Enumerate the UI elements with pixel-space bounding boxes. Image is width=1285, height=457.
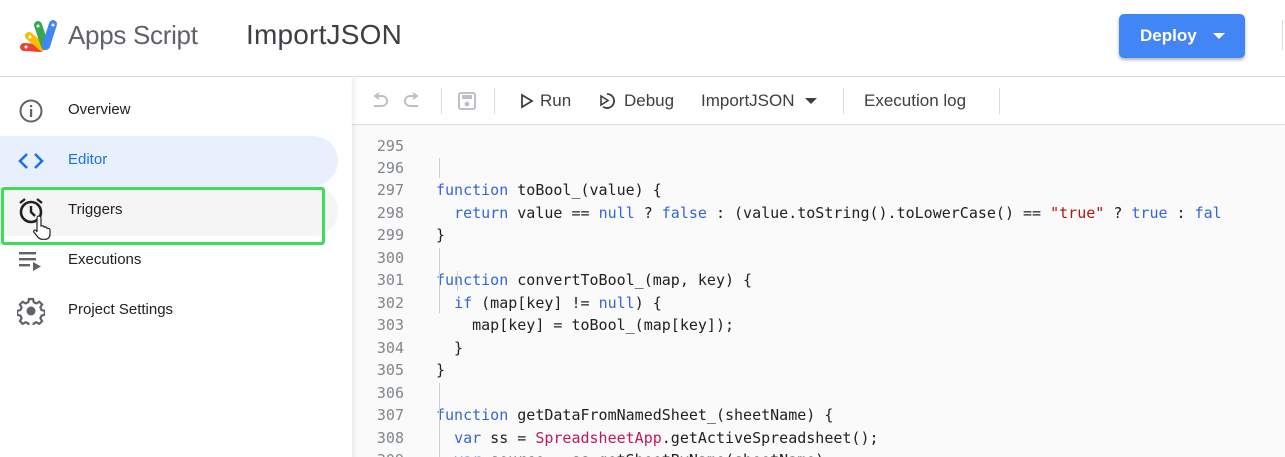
deploy-label: Deploy (1140, 26, 1197, 45)
sidebar-item-label: Overview (68, 101, 131, 118)
redo-icon[interactable] (401, 90, 423, 112)
sidebar-item-overview[interactable]: Overview (0, 86, 338, 136)
code-line: 308 var source = ss.getSheetByName(sheet… (376, 428, 833, 457)
run-label: Run (540, 91, 572, 110)
indent-guide (439, 383, 440, 457)
info-icon (17, 98, 45, 124)
debug-icon (600, 93, 615, 109)
code-editor[interactable]: 295 296 function toBool_(value) { 297 re… (352, 126, 1285, 457)
hand-pointer-cursor-icon (33, 215, 51, 240)
indent-guide (439, 248, 440, 313)
toolbar-divider (843, 88, 844, 114)
deploy-button[interactable]: Deploy (1119, 14, 1245, 58)
indent-guide (457, 271, 458, 291)
sidebar-item-label: Editor (68, 151, 108, 168)
play-icon (521, 93, 534, 109)
toolbar-divider (999, 88, 1000, 114)
sidebar-item-editor[interactable]: Editor (0, 136, 338, 186)
apps-script-logo-icon[interactable] (20, 18, 62, 52)
code-line: 296 function toBool_(value) { (376, 158, 662, 200)
code-line: 309 (352, 427, 1285, 457)
code-line: 304 } (376, 338, 446, 380)
code-line: 295 (376, 136, 404, 155)
code-line: 302 map[key] = toBool_(map[key]); (376, 293, 735, 335)
execution-log-label: Execution log (864, 91, 967, 110)
sidebar-item-label: Executions (68, 251, 142, 268)
sidebar: Overview Editor Triggers Executions Proj… (0, 78, 352, 457)
code-line: 299 (376, 226, 404, 244)
header-divider (1282, 20, 1283, 50)
gear-icon (17, 297, 45, 325)
sidebar-item-triggers[interactable]: Triggers (0, 186, 338, 236)
execution-log-button[interactable]: Execution log (864, 89, 966, 113)
code-line: 300 function convertToBool_(map, key) { (376, 248, 753, 290)
code-brackets-icon (17, 148, 45, 174)
code-line: 303 } (376, 316, 464, 357)
function-select[interactable]: ImportJSON (701, 89, 817, 113)
toolbar-divider (441, 88, 442, 114)
app-header: Apps Script ImportJSON Deploy (0, 0, 1285, 77)
code-line: 297 return value == null ? false : (valu… (376, 181, 1222, 222)
sidebar-item-project-settings[interactable]: Project Settings (0, 286, 338, 336)
code-line: 307 var ss = SpreadsheetApp.getActiveSpr… (376, 406, 879, 447)
chevron-down-icon (804, 98, 817, 104)
code-line: 306 function getDataFromNamedSheet_(shee… (376, 383, 834, 425)
code-line: 305 (376, 361, 404, 379)
chevron-down-icon[interactable] (1213, 33, 1225, 39)
sidebar-item-label: Triggers (68, 201, 123, 218)
run-button[interactable]: Run (520, 89, 571, 113)
code-line: 301 if (map[key] != null) { (376, 271, 662, 312)
undo-icon[interactable] (369, 90, 391, 112)
list-play-icon (17, 248, 45, 274)
app-name: Apps Script (68, 20, 198, 50)
sidebar-item-executions[interactable]: Executions (0, 236, 338, 286)
toolbar-divider (494, 88, 495, 114)
code-line: 298 } (376, 203, 446, 245)
debug-button[interactable]: Debug (598, 89, 674, 113)
editor-toolbar: Run Debug ImportJSON Execution log (352, 78, 1285, 125)
save-icon[interactable] (456, 90, 478, 112)
code-line: 310 var jsonRange = source.getRange(1,1,… (352, 449, 1285, 457)
sidebar-item-label: Project Settings (68, 301, 174, 318)
alarm-clock-icon (17, 198, 45, 224)
indent-guide (439, 158, 440, 178)
project-title[interactable]: ImportJSON (246, 19, 403, 50)
debug-label: Debug (624, 91, 675, 110)
function-select-value: ImportJSON (701, 91, 795, 110)
